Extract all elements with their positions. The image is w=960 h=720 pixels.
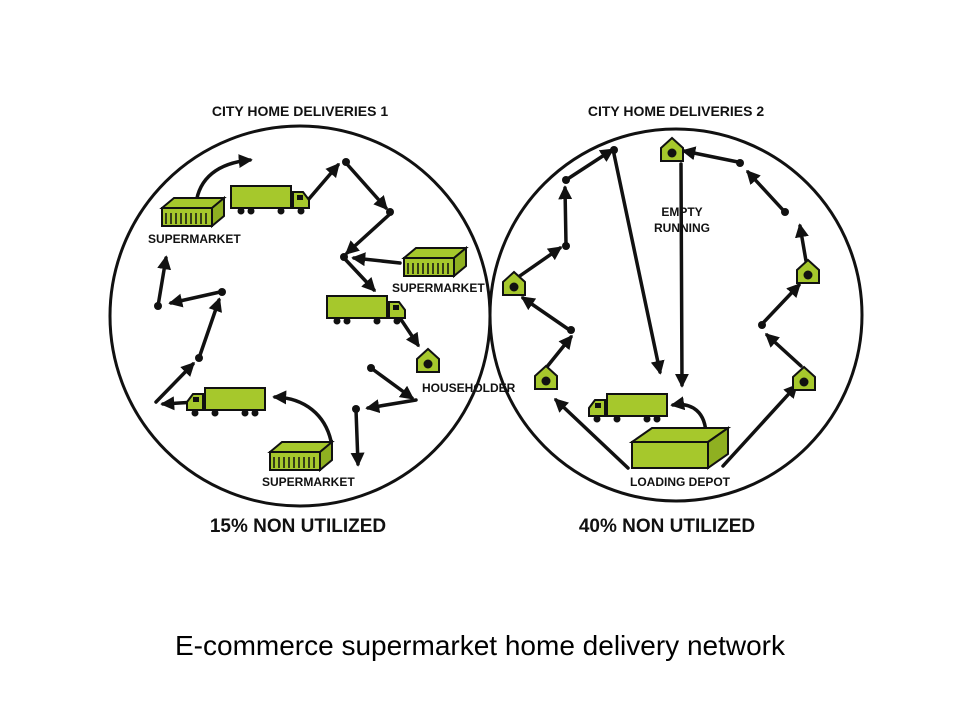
route-arrow [272, 390, 333, 443]
stop-dot [352, 405, 360, 413]
city-boundary-2 [488, 127, 864, 503]
route-arrow [156, 255, 172, 308]
house-icon [796, 259, 820, 284]
route-arrow [194, 154, 253, 206]
empty-running-arrow [674, 162, 689, 388]
diagram-title-1: CITY HOME DELIVERIES 1 [212, 103, 389, 119]
delivery-stops-2 [562, 146, 789, 334]
route-arrow [764, 333, 803, 368]
route-arrow [681, 146, 740, 164]
house-icon [660, 137, 684, 162]
stop-dot [610, 146, 618, 154]
route-arrow [794, 223, 809, 263]
empty-running-label: RUNNING [654, 221, 710, 235]
city-deliveries-2: CITY HOME DELIVERIES 2 EMPTY RUNNING LOA… [488, 103, 864, 537]
route-arrow [558, 185, 573, 246]
city-deliveries-1: CITY HOME DELIVERIES 1 SUPERMARKET SUPER… [108, 103, 516, 537]
route-arrow [168, 290, 222, 308]
route-arrow [350, 408, 365, 467]
route-arrow [344, 212, 392, 255]
route-arrow [553, 398, 630, 470]
supermarket-label: SUPERMARKET [392, 281, 485, 295]
householder-label: HOUSEHOLDER [422, 381, 516, 395]
supermarket-label: SUPERMARKET [148, 232, 241, 246]
truck-icon [186, 387, 266, 418]
stop-dot [386, 208, 394, 216]
utilization-label-2: 40% NON UTILIZED [579, 516, 755, 537]
delivery-route-2 [512, 146, 809, 470]
loading-depot-label: LOADING DEPOT [630, 475, 731, 489]
route-arrow [721, 383, 798, 468]
house-icon [792, 366, 816, 391]
diagram-title-2: CITY HOME DELIVERIES 2 [588, 103, 765, 119]
stop-dot [367, 364, 375, 372]
stop-dot [195, 354, 203, 362]
route-arrow [351, 252, 402, 267]
supermarket-icon [161, 197, 225, 227]
empty-running-label: EMPTY [661, 205, 702, 219]
truck-icon [588, 393, 668, 424]
house-icon [416, 348, 440, 373]
caption: E-commerce supermarket home delivery net… [175, 630, 785, 661]
utilization-label-1: 15% NON UTILIZED [210, 516, 386, 537]
stop-dot [342, 158, 350, 166]
stop-dot [562, 176, 570, 184]
route-arrow [398, 316, 420, 348]
route-arrow [306, 162, 340, 202]
stop-dot [340, 253, 348, 261]
stop-dot [736, 159, 744, 167]
route-arrow [369, 366, 415, 400]
truck-icon [326, 295, 406, 326]
stop-dot [218, 288, 226, 296]
route-arrow [344, 161, 388, 211]
supermarket-label: SUPERMARKET [262, 475, 355, 489]
delivery-stops-1 [154, 158, 394, 413]
truck-icon [230, 185, 310, 216]
stop-dot [154, 302, 162, 310]
route-arrow [365, 398, 418, 414]
route-arrow [520, 296, 570, 331]
supermarket-icon [403, 247, 467, 277]
stop-dot [781, 208, 789, 216]
stop-dot [562, 242, 570, 250]
route-arrow [746, 169, 785, 212]
route-arrow [612, 152, 665, 375]
route-arrow [512, 246, 563, 282]
loading-depot-icon [628, 426, 732, 470]
route-arrow [342, 256, 376, 293]
house-icon [534, 365, 558, 390]
route-arrow [544, 334, 573, 370]
supermarket-icon [269, 441, 333, 471]
route-arrow [154, 361, 195, 404]
stop-dot [758, 321, 766, 329]
route-arrow [564, 148, 615, 182]
route-arrow [760, 282, 801, 326]
route-arrow [197, 297, 222, 360]
stop-dot [567, 326, 575, 334]
